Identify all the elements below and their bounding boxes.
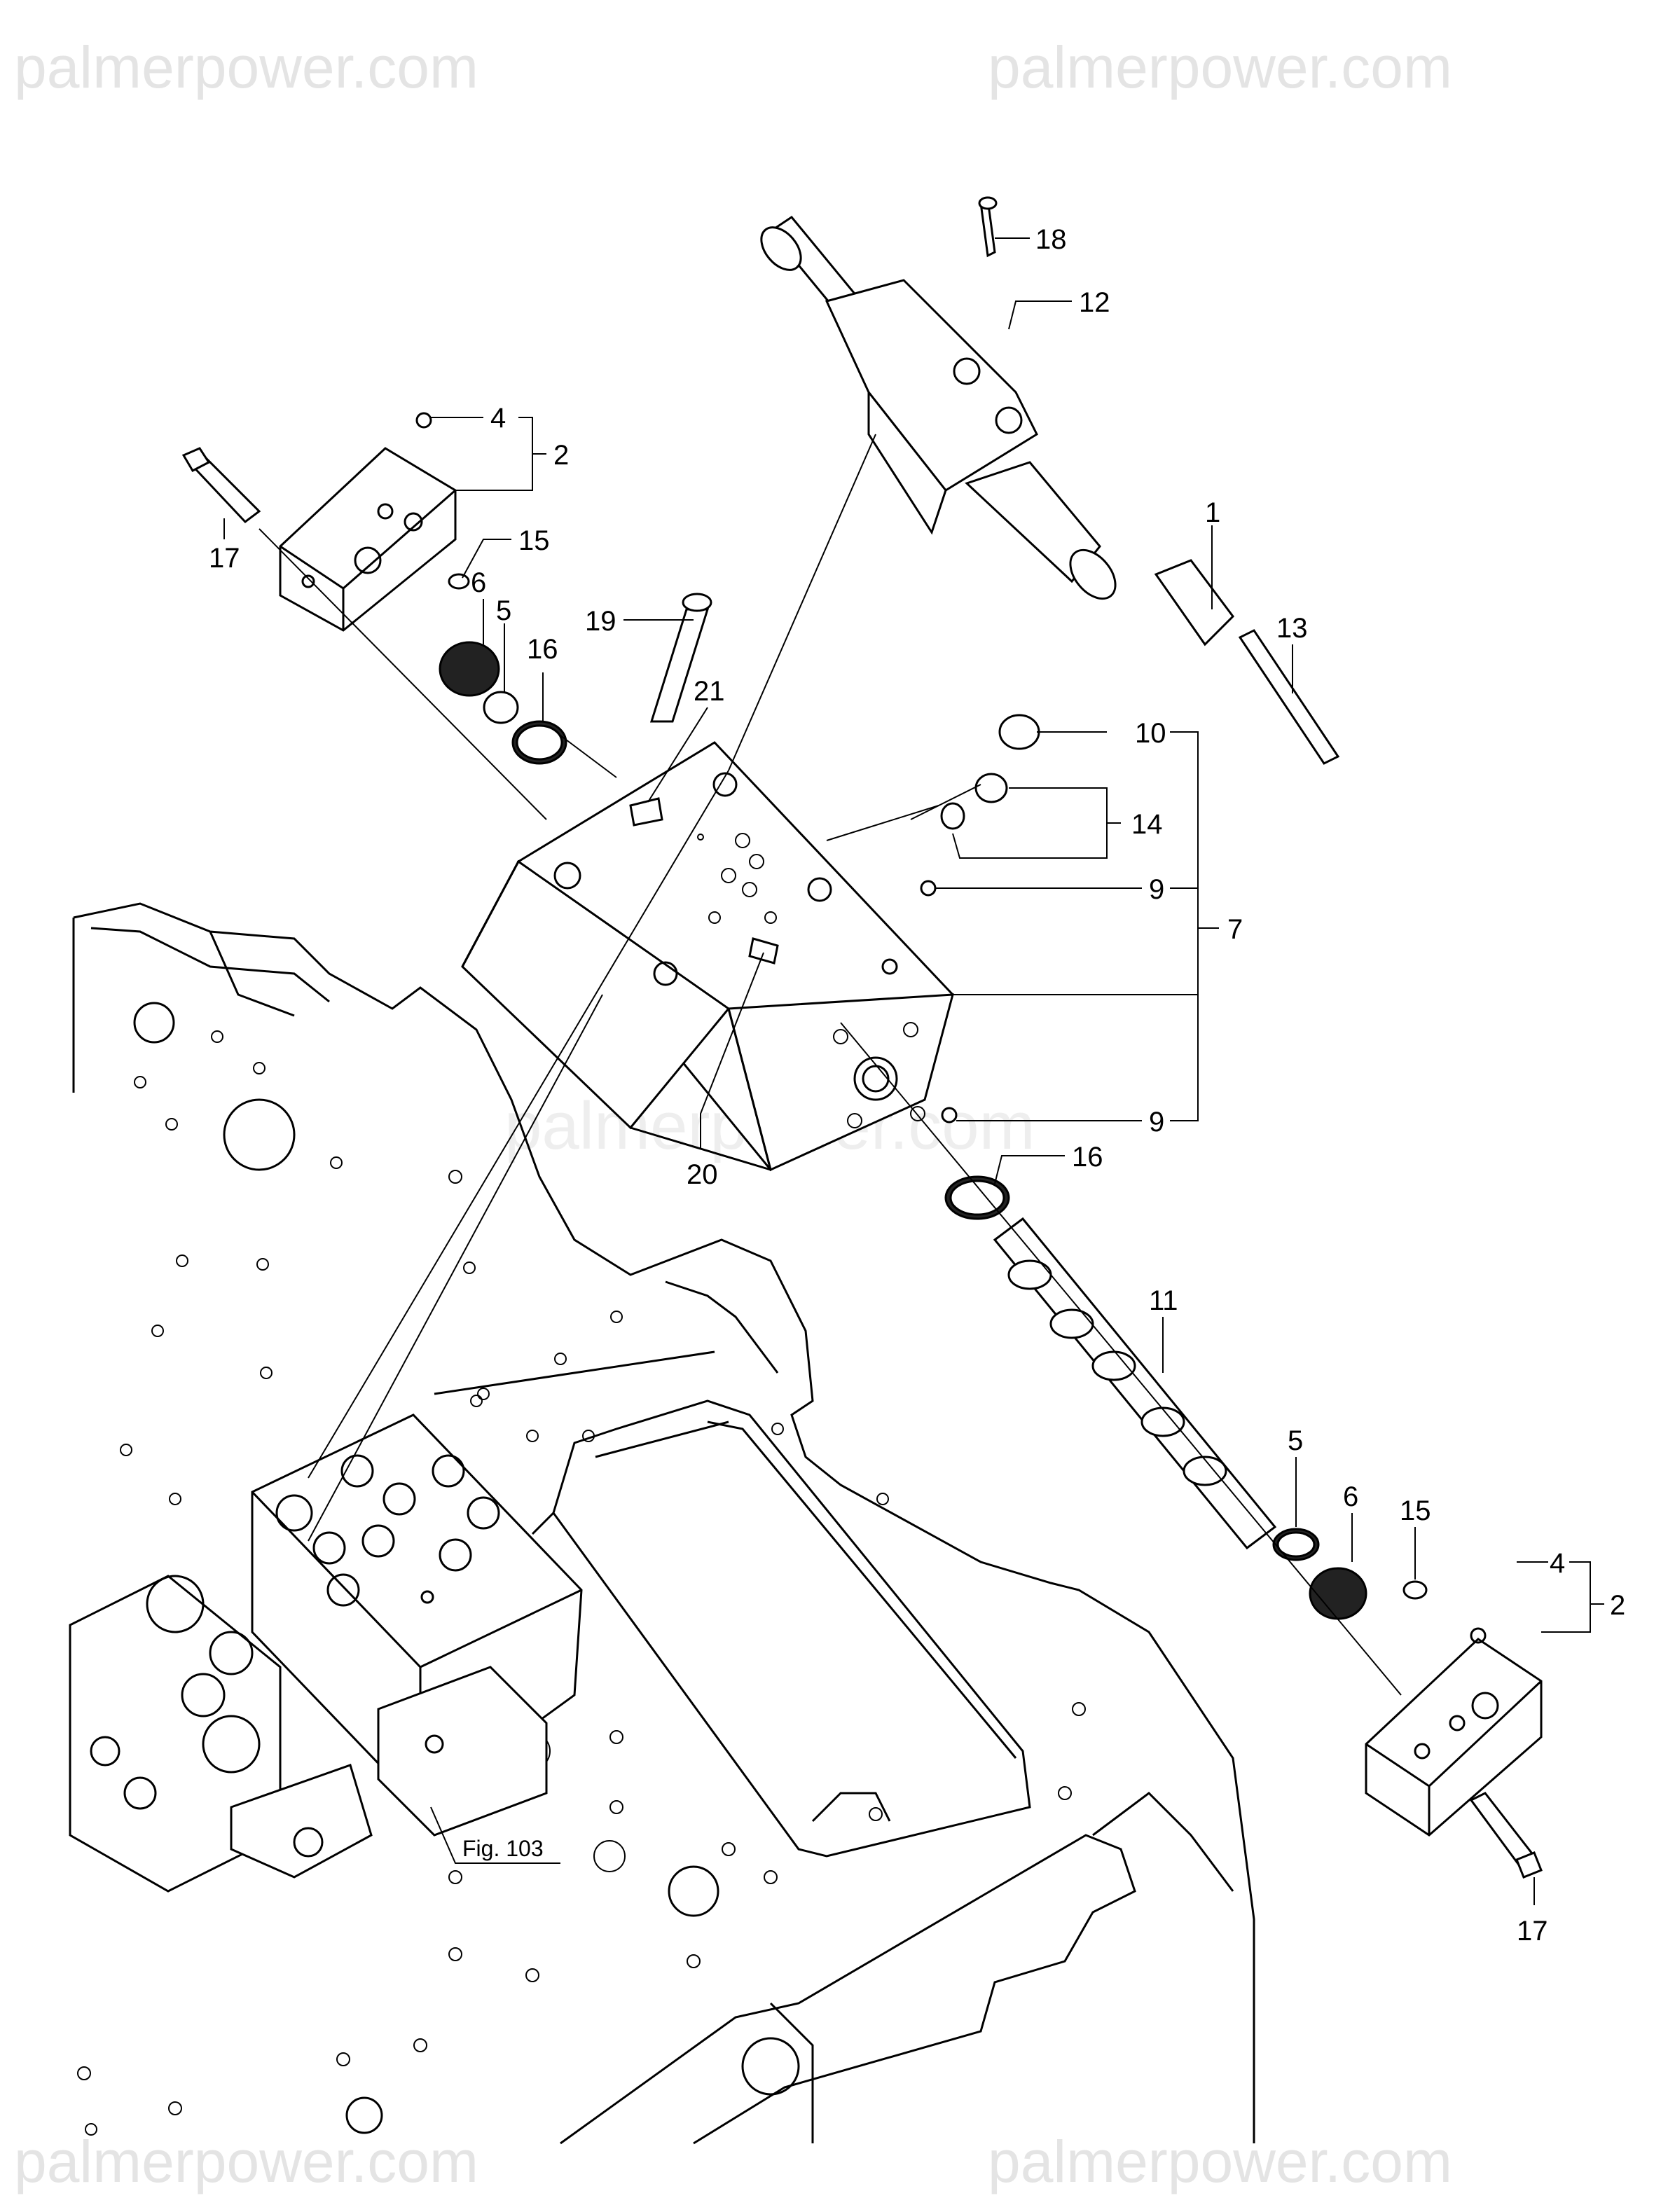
callout-11: 11 [1149,1285,1178,1316]
callout-labels: 18 12 4 2 15 17 6 5 16 19 21 1 13 10 14 … [209,224,1625,1947]
callout-18: 18 [1035,224,1067,255]
main-frame-casting [72,902,1255,2145]
right-side-fittings [920,714,1040,1124]
frame-bolt-holes [77,1030,1086,2136]
solenoid-valve-12 [760,196,1340,765]
callout-20: 20 [687,1159,718,1190]
callout-10: 10 [1135,718,1166,749]
callout-9-upper: 9 [1149,874,1164,905]
callout-16-left: 16 [527,634,558,665]
spool-and-end-cap-right [944,1175,1543,1879]
end-cap-left [181,412,567,765]
control-valve-assembly [69,1413,583,1893]
callout-21: 21 [694,676,725,707]
bolt-19 [649,593,712,723]
watermark-bottom-right: palmerpower.com [988,2129,1452,2194]
callout-5-right: 5 [1288,1425,1303,1456]
callout-15-left: 15 [518,525,550,556]
callout-5-left: 5 [496,595,511,626]
callout-13: 13 [1276,613,1308,644]
callout-4-right: 4 [1550,1548,1565,1579]
callout-16-right: 16 [1072,1142,1103,1173]
watermark-top-left: palmerpower.com [14,34,478,100]
callout-4-left: 4 [490,403,506,434]
callout-17-right: 17 [1517,1916,1548,1947]
assembly-axis-lines [259,434,1402,1696]
callout-9-lower: 9 [1149,1107,1164,1138]
watermark-bottom-left: palmerpower.com [14,2129,478,2194]
callout-14: 14 [1131,809,1163,840]
leader-lines [223,237,1604,1905]
callout-7: 7 [1227,914,1243,945]
callout-2-left: 2 [553,440,569,471]
figure-reference: Fig. 103 [462,1836,544,1861]
callout-17-left: 17 [209,543,240,574]
callout-1: 1 [1205,497,1220,528]
callout-6-left: 6 [471,567,486,598]
callout-6-right: 6 [1343,1481,1358,1512]
callout-2-right: 2 [1610,1590,1625,1621]
callout-12: 12 [1079,287,1110,318]
callout-15-right: 15 [1400,1495,1431,1526]
watermark-top-right: palmerpower.com [988,34,1452,100]
callout-19: 19 [585,606,616,637]
